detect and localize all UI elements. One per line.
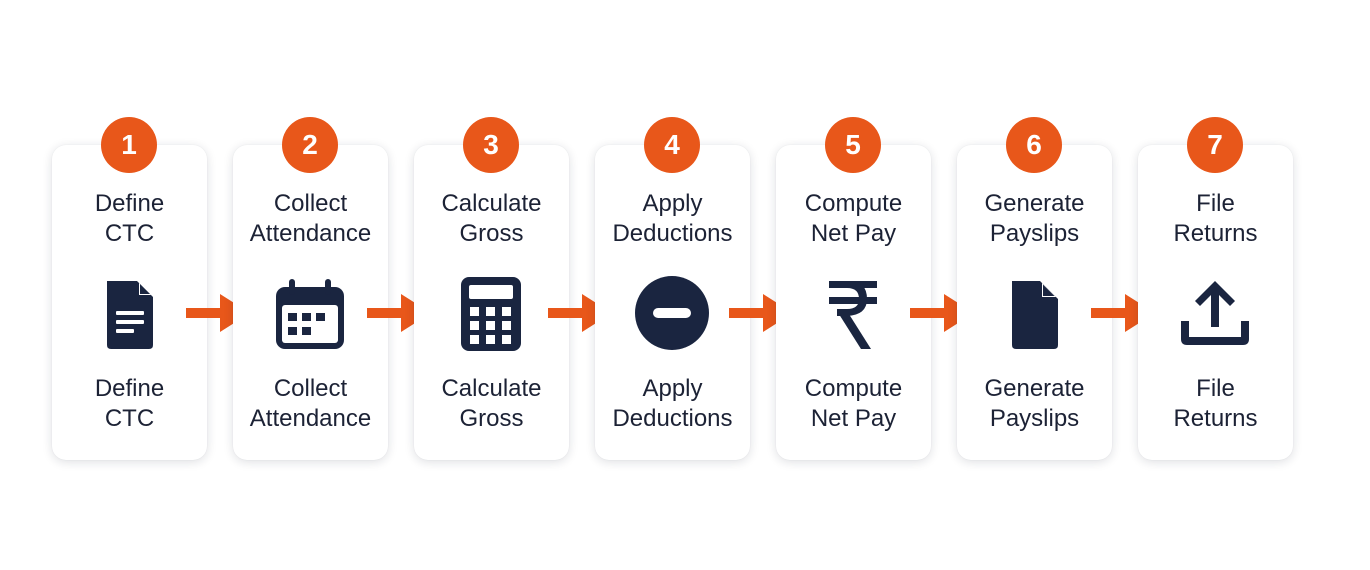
step-title-line2: Net Pay	[810, 220, 897, 247]
step-title-line1: File	[1196, 375, 1235, 402]
step-title-line2: Net Pay	[810, 405, 897, 432]
step-title-line1: File	[1196, 190, 1235, 217]
step-number-badge-6: 6	[1006, 117, 1062, 173]
step-title-line1: Collect	[273, 190, 348, 217]
step-title-line2: Gross	[459, 220, 524, 247]
step-title-bottom: Define CTC	[52, 374, 207, 434]
step-title-bottom: Generate Payslips	[957, 374, 1112, 434]
step-title-line1: Collect	[273, 375, 348, 402]
step-title-line2: CTC	[104, 220, 155, 247]
step-title-top: Generate Payslips	[957, 189, 1112, 249]
step-title-top: Define CTC	[52, 189, 207, 249]
step-number-badge-2: 2	[282, 117, 338, 173]
step-title-line2: Deductions	[612, 405, 733, 432]
step-title-line1: Generate	[984, 190, 1085, 217]
step-title-line1: Define	[94, 190, 165, 217]
step-card-5: Compute Net Pay Compute Net Pay	[776, 145, 931, 460]
step-title-line1: Calculate	[441, 375, 542, 402]
step-title-line1: Define	[94, 375, 165, 402]
step-card-4: Apply Deductions Apply Deductions	[595, 145, 750, 460]
step-title-top: Apply Deductions	[595, 189, 750, 249]
step-card-6: Generate Payslips Generate Payslips	[957, 145, 1112, 460]
step-title-line2: Payslips	[989, 220, 1080, 247]
step-title-bottom: File Returns	[1138, 374, 1293, 434]
step-title-line1: Compute	[804, 375, 903, 402]
step-title-top: Collect Attendance	[233, 189, 388, 249]
step-title-bottom: Compute Net Pay	[776, 374, 931, 434]
step-title-line2: CTC	[104, 405, 155, 432]
step-title-line2: Deductions	[612, 220, 733, 247]
step-title-line2: Attendance	[249, 405, 372, 432]
step-title-line1: Generate	[984, 375, 1085, 402]
step-title-bottom: Apply Deductions	[595, 374, 750, 434]
step-title-line1: Apply	[642, 190, 703, 217]
step-number-badge-7: 7	[1187, 117, 1243, 173]
step-title-line1: Compute	[804, 190, 903, 217]
step-card-2: Collect Attendance Collect Attendance	[233, 145, 388, 460]
file-icon	[1012, 281, 1058, 349]
step-number-badge-5: 5	[825, 117, 881, 173]
rupee-icon	[829, 281, 877, 349]
minus-circle-icon	[635, 276, 709, 350]
upload-icon	[1181, 281, 1249, 345]
step-title-line1: Apply	[642, 375, 703, 402]
step-title-line1: Calculate	[441, 190, 542, 217]
step-title-line2: Returns	[1173, 405, 1258, 432]
step-title-line2: Attendance	[249, 220, 372, 247]
step-title-top: File Returns	[1138, 189, 1293, 249]
step-card-3: Calculate Gross Calculate Gross	[414, 145, 569, 460]
step-title-top: Calculate Gross	[414, 189, 569, 249]
step-number-badge-4: 4	[644, 117, 700, 173]
step-title-bottom: Collect Attendance	[233, 374, 388, 434]
calculator-icon	[461, 277, 521, 351]
step-card-7: File Returns File Returns	[1138, 145, 1293, 460]
calendar-icon	[276, 279, 344, 349]
step-title-line2: Payslips	[989, 405, 1080, 432]
document-icon	[107, 281, 153, 349]
step-title-top: Compute Net Pay	[776, 189, 931, 249]
step-card-1: Define CTC Define CTC	[52, 145, 207, 460]
step-title-line2: Returns	[1173, 220, 1258, 247]
step-title-bottom: Calculate Gross	[414, 374, 569, 434]
step-number-badge-1: 1	[101, 117, 157, 173]
step-number-badge-3: 3	[463, 117, 519, 173]
step-title-line2: Gross	[459, 405, 524, 432]
